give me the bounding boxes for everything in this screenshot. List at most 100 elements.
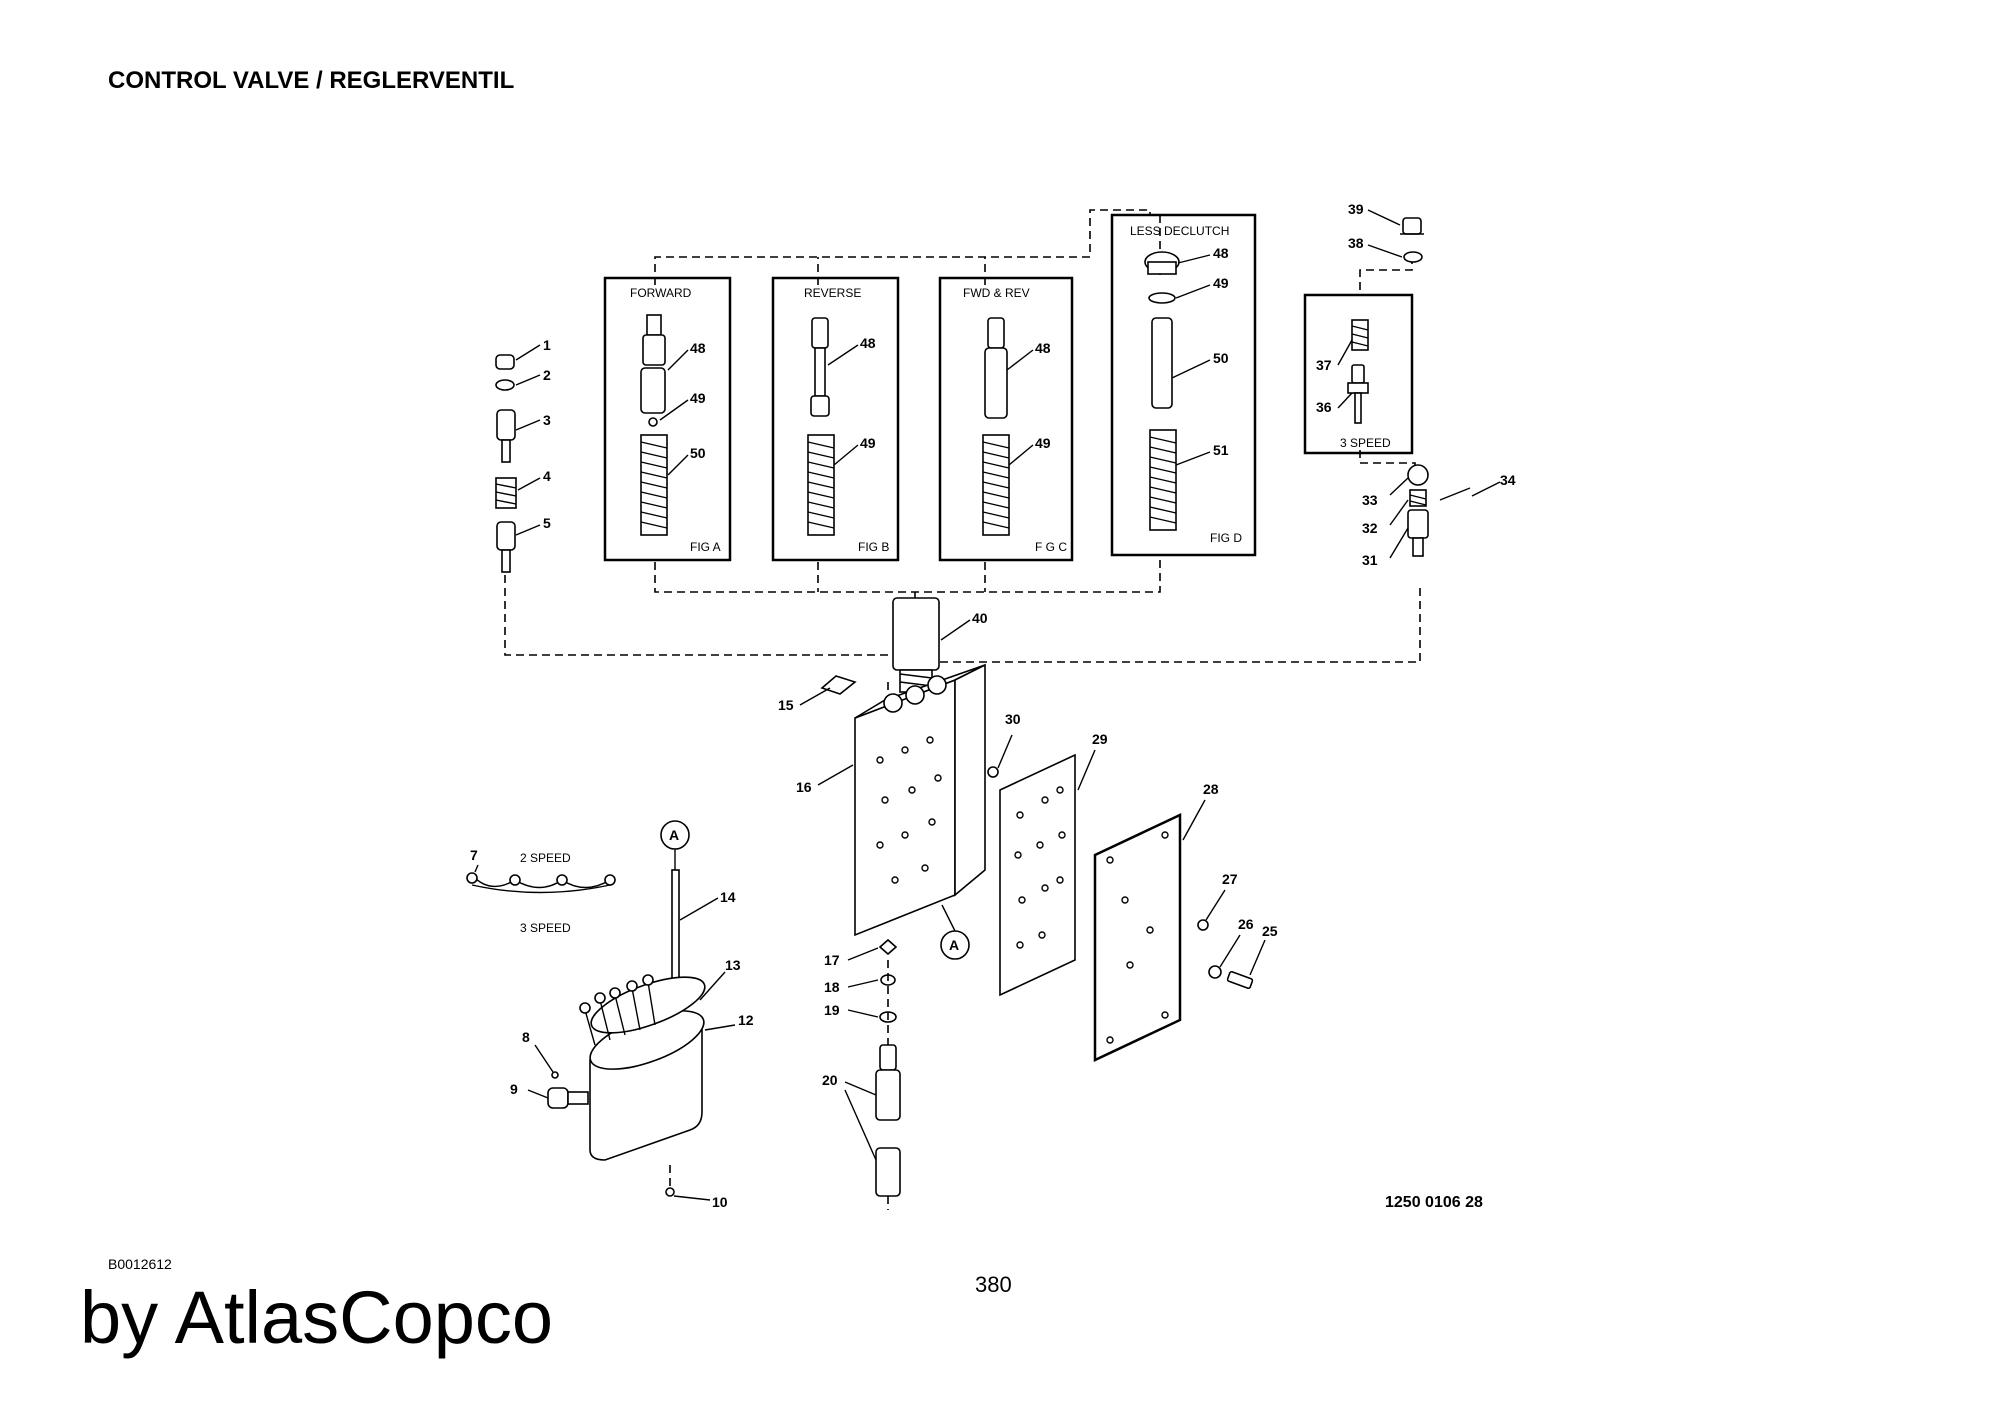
fig-b-spool: [810, 317, 830, 417]
washer-26: [1208, 965, 1222, 979]
label-28: 28: [1203, 781, 1219, 797]
cover-plate-28: [1093, 813, 1182, 1062]
pin-8: [551, 1071, 559, 1079]
label-30: 30: [1005, 711, 1021, 727]
label-32: 32: [1362, 520, 1378, 536]
fig-a-label-50: 50: [690, 445, 706, 461]
page-number: 380: [975, 1272, 1012, 1297]
fig-c-label-49: 49: [1035, 435, 1051, 451]
fig-b-label-49: 49: [860, 435, 876, 451]
fig-c-caption: F G C: [1035, 540, 1067, 554]
label-3: 3: [543, 412, 551, 428]
label-1: 1: [543, 337, 551, 353]
fig-b-label-48: 48: [860, 335, 876, 351]
fig-c-label-48: 48: [1035, 340, 1051, 356]
label-10: 10: [712, 1194, 728, 1210]
seal-38: [1403, 251, 1423, 263]
label-31: 31: [1362, 552, 1378, 568]
label-19: 19: [824, 1002, 840, 1018]
sleeve-20: [875, 960, 901, 1210]
harness-caption-2-speed: 2 SPEED: [520, 851, 571, 865]
brand-footer: by AtlasCopco: [80, 1276, 554, 1359]
fitting-40: [892, 597, 940, 693]
valve-body-16: [854, 663, 986, 937]
fig-c-header: FWD & REV: [963, 286, 1030, 300]
fig-b-panel: REVERSE FIG B 48 49: [771, 276, 900, 562]
label-29: 29: [1092, 731, 1108, 747]
ball-27: [1197, 919, 1209, 931]
label-20: 20: [822, 1072, 838, 1088]
fig-a-label-48: 48: [690, 340, 706, 356]
page-title: CONTROL VALVE / REGLERVENTIL: [108, 67, 515, 94]
fig-b-caption: FIG B: [858, 540, 889, 554]
document-code: B0012612: [108, 1256, 172, 1272]
fig-b-frame: [771, 276, 900, 562]
label-4: 4: [543, 468, 551, 484]
valve-31: [1407, 509, 1429, 557]
label-17: 17: [824, 952, 840, 968]
plug-10: [665, 1187, 675, 1197]
label-16: 16: [796, 779, 812, 795]
ball-30: [987, 766, 999, 778]
three-speed-valve-stem: [1347, 364, 1369, 424]
label-2: 2: [543, 367, 551, 383]
ball-33: [1407, 464, 1429, 486]
spring-4: [495, 477, 517, 509]
pin-34: [1439, 487, 1471, 501]
fig-b-header: REVERSE: [804, 286, 861, 300]
label-33: 33: [1362, 492, 1378, 508]
fig-d-seal-ring: [1148, 292, 1176, 304]
bracket-15: [820, 675, 857, 695]
fig-c-frame: [938, 276, 1074, 562]
harness-caption-3-speed: 3 SPEED: [520, 921, 571, 935]
plug-39: [1400, 217, 1424, 235]
label-12: 12: [738, 1012, 754, 1028]
fig-d-label-48: 48: [1213, 245, 1229, 261]
plug-1: [495, 354, 515, 370]
gasket-29: [999, 753, 1076, 997]
fig-a-spool: [640, 314, 666, 427]
label-34: 34: [1500, 472, 1516, 488]
fig-d-label-50: 50: [1213, 350, 1229, 366]
screw-25: [1226, 970, 1254, 990]
label-27: 27: [1222, 871, 1238, 887]
label-13: 13: [725, 957, 741, 973]
fig-d-spool: [1151, 317, 1173, 409]
fig-a-header: FORWARD: [630, 286, 692, 300]
fig-a-label-49: 49: [690, 390, 706, 406]
fig-d-label-51: 51: [1213, 442, 1229, 458]
label-9: 9: [510, 1081, 518, 1097]
label-7: 7: [470, 847, 478, 863]
fig-a-panel: FORWARD FIG A 48 49 50: [603, 276, 732, 562]
label-15: 15: [778, 697, 794, 713]
label-5: 5: [543, 515, 551, 531]
fig-a-caption: FIG A: [690, 540, 721, 554]
fig-a-spring: [640, 434, 668, 536]
fig-d-header: LESS DECLUTCH: [1130, 224, 1229, 238]
fig-d-cap-plug: [1144, 251, 1180, 275]
three-speed-frame: [1303, 293, 1414, 455]
seal-2: [495, 379, 515, 391]
fig-c-spring: [982, 434, 1010, 536]
fig-b-spring: [807, 434, 835, 536]
fig-d-spring: [1149, 429, 1177, 531]
detail-callout-a-solenoid-label: A: [669, 827, 679, 843]
label-39: 39: [1348, 201, 1364, 217]
label-18: 18: [824, 979, 840, 995]
three-speed-caption: 3 SPEED: [1340, 436, 1391, 450]
valve-3: [496, 409, 516, 463]
fig-c-spool: [984, 317, 1008, 419]
wire-harness-7: [466, 872, 616, 894]
label-8: 8: [522, 1029, 530, 1045]
three-speed-spring: [1351, 319, 1369, 351]
drawing-number: 1250 0106 28: [1385, 1194, 1483, 1211]
spring-32: [1409, 489, 1427, 507]
solenoid-wires: [579, 974, 656, 1046]
valve-5: [496, 521, 516, 573]
fig-d-caption: FIG D: [1210, 531, 1242, 545]
label-25: 25: [1262, 923, 1278, 939]
label-36: 36: [1316, 399, 1332, 415]
connector-9: [547, 1087, 589, 1109]
fig-d-panel: LESS DECLUTCH FIG D 48 49 50 51: [1110, 213, 1257, 557]
